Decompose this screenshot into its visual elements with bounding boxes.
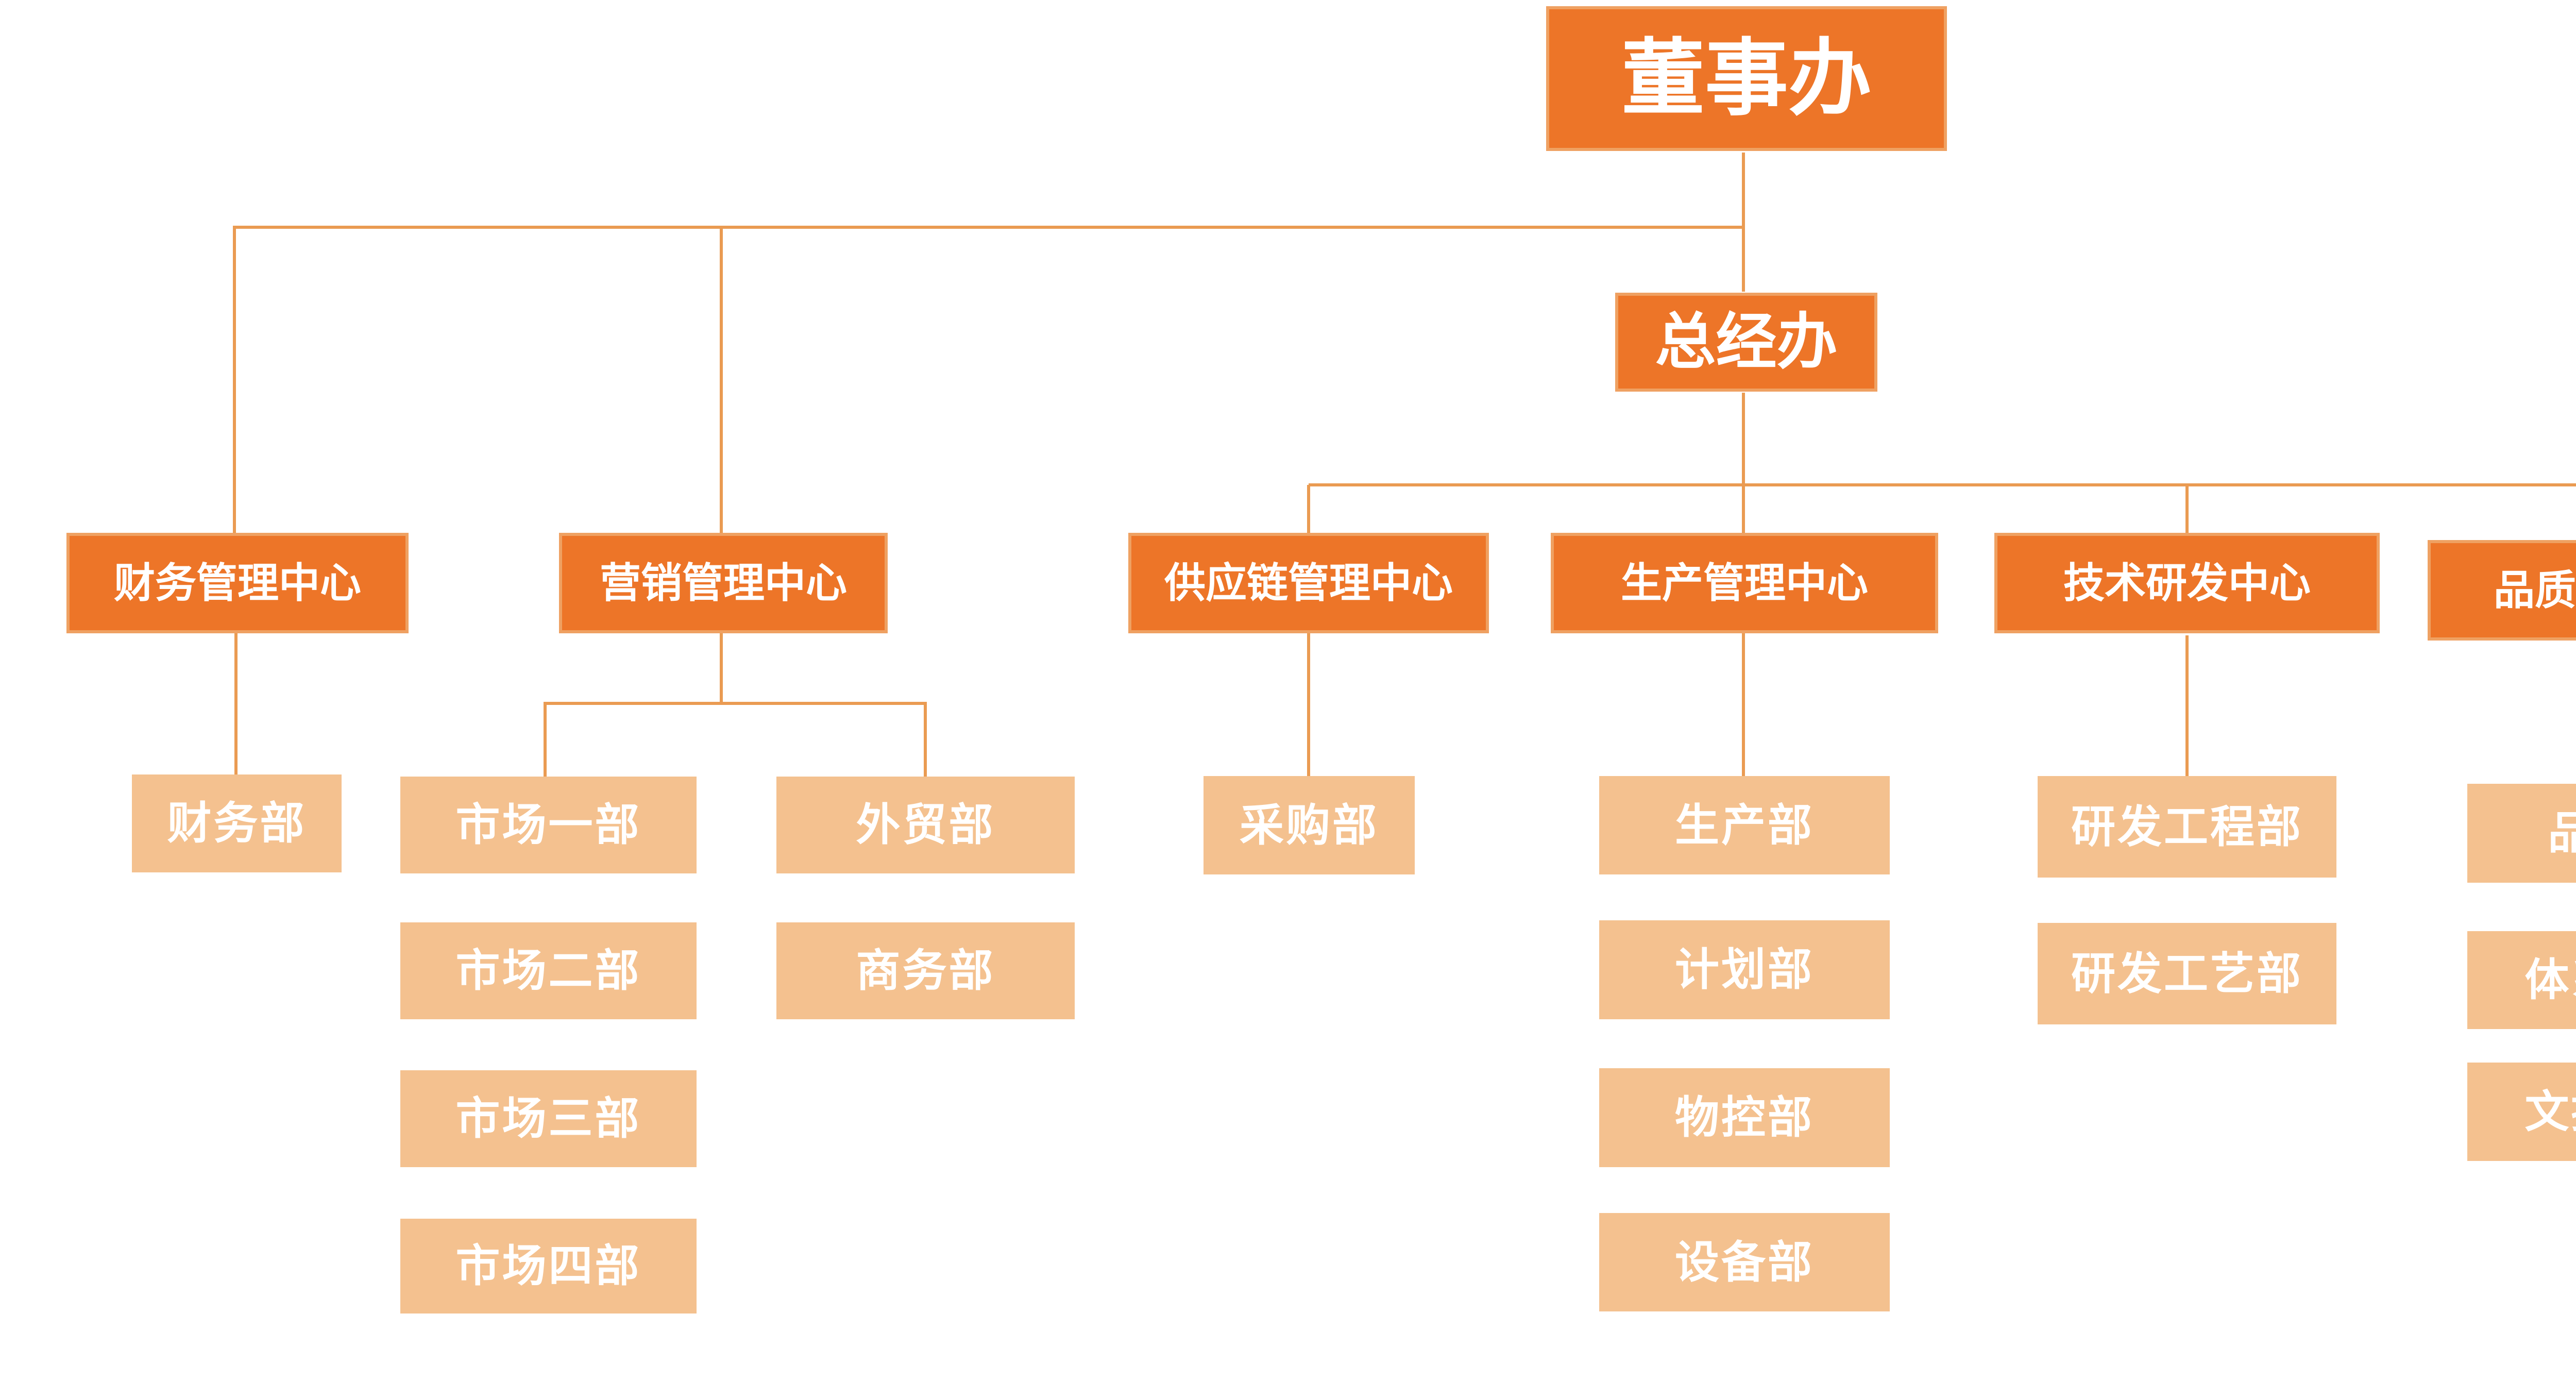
org-node-wukong: 物控部 xyxy=(1599,1068,1890,1167)
org-node-waimao: 外贸部 xyxy=(776,777,1075,873)
org-node-shichang-1: 市场一部 xyxy=(400,777,697,873)
org-node-shengchan-dept: 生产部 xyxy=(1599,776,1890,874)
org-node-shebei: 设备部 xyxy=(1599,1213,1890,1311)
connector-vertical-line xyxy=(544,703,547,777)
org-node-yanfa-gongyi: 研发工艺部 xyxy=(2038,923,2336,1024)
org-node-caiwu-dept: 财务部 xyxy=(132,774,342,872)
org-node-tixi-guanli: 体系管理 xyxy=(2467,931,2576,1029)
connector-vertical-line xyxy=(1307,633,1310,776)
org-node-shichang-2: 市场二部 xyxy=(400,922,697,1019)
org-node-zongjingban: 总经办 xyxy=(1615,293,1877,392)
org-node-jishu-center: 技术研发中心 xyxy=(1994,533,2380,633)
connector-vertical-line xyxy=(1742,633,1745,776)
org-node-shengchan-center: 生产管理中心 xyxy=(1551,533,1938,633)
org-node-jihua: 计划部 xyxy=(1599,920,1890,1019)
org-node-yanfa-gongcheng: 研发工程部 xyxy=(2038,776,2336,878)
org-node-caiwu-center: 财务管理中心 xyxy=(66,533,409,633)
connector-vertical-line xyxy=(233,226,236,533)
connector-horizontal-line xyxy=(544,702,927,705)
connector-vertical-line xyxy=(720,633,723,705)
org-node-pinzhi-center: 品质管理中心 xyxy=(2428,540,2576,641)
org-node-caigou: 采购部 xyxy=(1204,776,1415,874)
connector-horizontal-line xyxy=(233,226,1745,229)
org-node-wenkong-zhongxin: 文控中心 xyxy=(2467,1063,2576,1161)
connector-vertical-line xyxy=(1307,485,1310,533)
connector-vertical-line xyxy=(2185,485,2189,533)
org-node-shichang-4: 市场四部 xyxy=(400,1219,697,1313)
connector-vertical-line xyxy=(234,633,238,774)
connector-vertical-line xyxy=(1742,393,1745,533)
org-node-gongyinglian-center: 供应链管理中心 xyxy=(1128,533,1489,633)
org-node-shichang-3: 市场三部 xyxy=(400,1070,697,1167)
connector-vertical-line xyxy=(1742,153,1745,292)
connector-vertical-line xyxy=(720,226,723,533)
org-node-shangwu: 商务部 xyxy=(776,922,1075,1019)
connector-vertical-line xyxy=(924,703,927,777)
org-node-pinzhi-dept: 品质部 xyxy=(2467,784,2576,883)
connector-horizontal-line xyxy=(1309,483,2576,486)
connector-vertical-line xyxy=(2185,635,2189,776)
org-node-dongshiban: 董事办 xyxy=(1546,6,1947,151)
org-node-yingxiao-center: 营销管理中心 xyxy=(559,533,888,633)
